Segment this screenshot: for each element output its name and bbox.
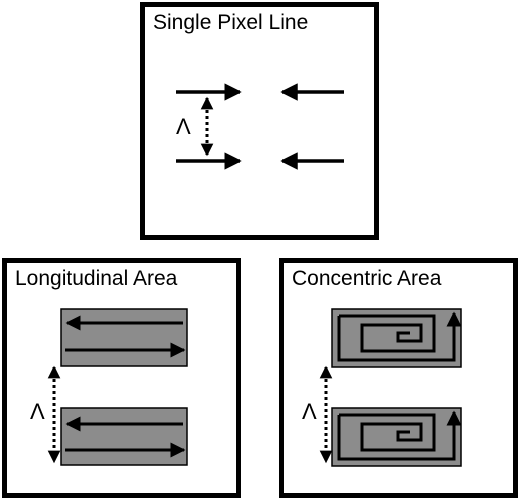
area-rect [331,308,462,368]
panel-single-pixel-line: Single Pixel Line [140,2,379,240]
longitudinal-area-top [60,308,188,367]
panel-title-longitudinal-area: Longitudinal Area [15,267,178,290]
concentric-area-bottom [331,407,462,467]
area-rect [60,407,188,466]
single-pixel-line-arrows [176,83,344,170]
spiral-path-outer [337,311,462,362]
panel-title-concentric-area: Concentric Area [292,267,442,290]
area-rect [331,407,462,467]
lambda-label-longitudinal: Λ [30,399,45,424]
concentric-area-top [331,308,462,368]
spiral-path [339,314,436,353]
lambda-label-single-pixel: Λ [176,114,191,139]
panel-title-single-pixel-line: Single Pixel Line [153,11,309,34]
spiral-path [339,413,436,452]
area-rect [60,308,188,367]
spiral-path-outer [337,410,462,461]
lambda-label-concentric: Λ [302,399,317,424]
longitudinal-area-bottom [60,407,188,466]
